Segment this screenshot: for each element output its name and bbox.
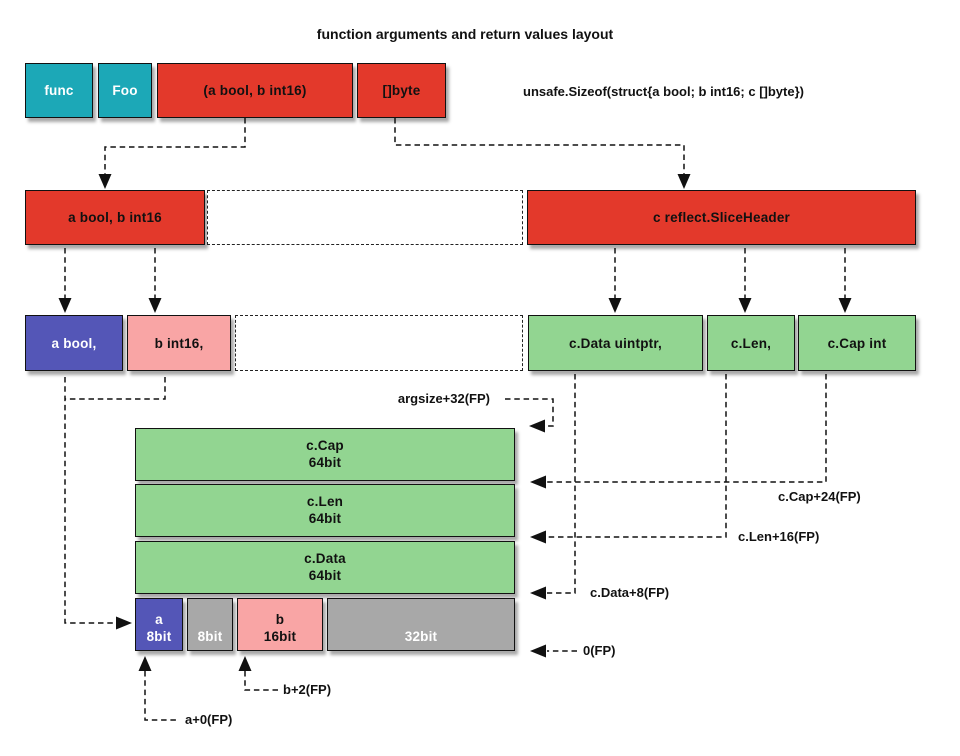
label-clen-offset: c.Len+16(FP) bbox=[738, 529, 820, 544]
slot-pad-8bit: 8bit bbox=[187, 598, 233, 651]
connector-slice-to-cdata bbox=[608, 248, 622, 313]
stack-slot-clen-size: 64bit bbox=[308, 510, 342, 526]
stack-slot-cdata-size: 64bit bbox=[308, 567, 342, 583]
box-cdata-uintptr: c.Data uintptr, bbox=[528, 315, 703, 371]
label-cdata-offset: c.Data+8(FP) bbox=[590, 585, 670, 600]
label-b-offset: b+2(FP) bbox=[283, 682, 332, 697]
slot-pad-size: 8bit bbox=[197, 628, 223, 644]
connector-clen-offset bbox=[530, 374, 727, 544]
stack-slot-ccap-name: c.Cap bbox=[306, 438, 344, 453]
stack-slot-cdata-name: c.Data bbox=[304, 551, 346, 566]
connector-ccap-offset bbox=[530, 374, 827, 489]
box-func-keyword: func bbox=[25, 63, 93, 118]
slot-b-16bit: b 16bit bbox=[237, 598, 323, 651]
connector-slice-to-clen bbox=[738, 248, 752, 313]
stack-slot-cdata: c.Data 64bit bbox=[135, 541, 515, 594]
slot-pad-32bit: 32bit bbox=[327, 598, 515, 651]
slot-a-size: 8bit bbox=[146, 628, 172, 644]
connector-b-offset bbox=[238, 656, 278, 691]
slot-a-8bit: a 8bit bbox=[135, 598, 183, 651]
label-a-offset: a+0(FP) bbox=[185, 712, 233, 727]
stack-slot-clen-name: c.Len bbox=[306, 494, 344, 509]
box-row2-empty bbox=[207, 190, 523, 245]
slot-b-size: 16bit bbox=[263, 628, 297, 644]
connector-slice-to-ccap bbox=[838, 248, 852, 313]
label-zero-fp: 0(FP) bbox=[583, 643, 616, 658]
stack-slot-ccap: c.Cap 64bit bbox=[135, 428, 515, 481]
box-arg-tuple: (a bool, b int16) bbox=[157, 63, 353, 118]
box-return-byteslice: []byte bbox=[357, 63, 446, 118]
box-func-name: Foo bbox=[98, 63, 152, 118]
box-row3-empty bbox=[235, 315, 523, 371]
slot-a-name: a bbox=[155, 612, 163, 627]
unsafe-sizeof-note: unsafe.Sizeof(struct{a bool; b int16; c … bbox=[523, 84, 804, 99]
stack-slot-ccap-size: 64bit bbox=[308, 454, 342, 470]
connector-row2-to-b bbox=[148, 248, 162, 313]
connector-byteslice-to-sliceheader bbox=[394, 118, 691, 189]
box-args-flattened: a bool, b int16 bbox=[25, 190, 205, 245]
box-ccap-int: c.Cap int bbox=[798, 315, 916, 371]
connector-zero-fp bbox=[530, 644, 577, 658]
box-clen: c.Len, bbox=[707, 315, 795, 371]
connector-a-offset bbox=[138, 656, 178, 721]
box-b-int16: b int16, bbox=[127, 315, 231, 371]
diagram-title: function arguments and return values lay… bbox=[316, 26, 614, 42]
slot-rest-size: 32bit bbox=[404, 628, 438, 644]
stack-slot-clen: c.Len 64bit bbox=[135, 484, 515, 537]
connector-row2-to-a bbox=[58, 248, 72, 313]
connector-args-to-row2 bbox=[98, 118, 246, 189]
box-sliceheader: c reflect.SliceHeader bbox=[527, 190, 916, 245]
label-ccap-offset: c.Cap+24(FP) bbox=[778, 489, 861, 504]
slot-b-name: b bbox=[275, 612, 285, 627]
connector-cdata-offset bbox=[530, 374, 576, 600]
box-a-bool: a bool, bbox=[25, 315, 123, 371]
label-argsize-offset: argsize+32(FP) bbox=[397, 391, 490, 406]
